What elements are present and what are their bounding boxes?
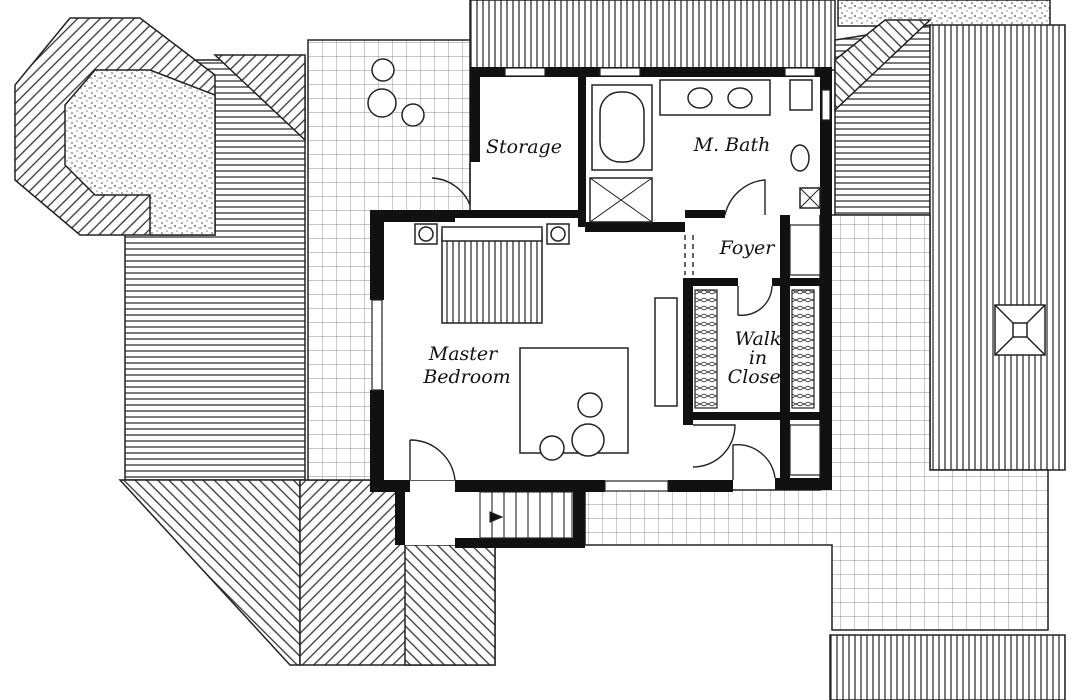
shower-drain-x bbox=[589, 177, 653, 223]
sink-1 bbox=[687, 87, 713, 109]
door-bedroom-foyer bbox=[692, 424, 736, 468]
roof-top-right-tile bbox=[837, 0, 1051, 27]
label-bedroom-1: Master bbox=[428, 343, 499, 365]
window-bedroom-bottom bbox=[604, 480, 669, 492]
wall-closet-bottom bbox=[683, 412, 823, 420]
label-closet-3: Closet bbox=[728, 366, 789, 388]
window-right-top bbox=[821, 89, 831, 121]
label-bedroom-2: Bedroom bbox=[422, 366, 510, 388]
door-foyer-bottom bbox=[732, 444, 776, 480]
wall-stair-right bbox=[573, 490, 585, 548]
closet-rail-right bbox=[791, 289, 815, 409]
roof-top-center bbox=[469, 0, 836, 71]
roof-right-corner-hip bbox=[834, 19, 932, 112]
window-bedroom-left bbox=[371, 299, 383, 391]
dresser bbox=[654, 297, 678, 407]
wall-right-bottom bbox=[775, 478, 832, 490]
bidet bbox=[790, 144, 810, 172]
wall-bath-left bbox=[578, 67, 586, 227]
wall-stair-bottom bbox=[455, 538, 585, 548]
label-closet-1: Walk bbox=[735, 328, 782, 350]
roofs bbox=[118, 0, 1066, 700]
wall-storage-left bbox=[470, 67, 480, 162]
chair-2 bbox=[539, 435, 565, 461]
door-bedroom-bottom bbox=[409, 439, 456, 481]
foyer-cabinet-top bbox=[789, 224, 821, 276]
roof-window-center bbox=[1012, 322, 1028, 338]
roof-right-far bbox=[929, 24, 1066, 471]
wall-bedroom-left bbox=[370, 210, 384, 300]
terrace-chair-2 bbox=[401, 103, 425, 127]
wall-closet-top-r bbox=[772, 278, 822, 286]
label-foyer: Foyer bbox=[719, 237, 777, 259]
bathtub-basin bbox=[599, 91, 645, 163]
wall-bedroom-left-lower bbox=[370, 390, 384, 490]
bath-fixtures bbox=[589, 79, 821, 223]
wall-bath-foyer bbox=[685, 210, 725, 218]
wall-bedroom-bottom-c bbox=[668, 480, 733, 492]
closet-fixtures bbox=[694, 224, 821, 476]
terrace-furniture bbox=[367, 58, 425, 127]
door-foyer-bath bbox=[724, 179, 766, 216]
linen-shelf-x bbox=[799, 187, 821, 209]
label-master-bath: M. Bath bbox=[693, 134, 771, 156]
stair bbox=[479, 491, 573, 539]
toilet bbox=[789, 79, 813, 111]
wall-storage-bottom bbox=[455, 210, 585, 218]
roof-bottom-right bbox=[829, 634, 1066, 700]
sink-2 bbox=[727, 87, 753, 109]
octagon-deck bbox=[14, 17, 216, 236]
terrace-chair-1 bbox=[371, 58, 395, 82]
closet-rail-left bbox=[694, 289, 718, 409]
wall-bedroom-top bbox=[370, 210, 455, 222]
windows bbox=[371, 67, 831, 492]
wall-stair-left bbox=[395, 490, 405, 545]
wall-bedroom-bottom-a bbox=[370, 480, 410, 492]
bed bbox=[441, 234, 543, 324]
roof-lower-center-right bbox=[404, 544, 496, 666]
bedroom-furniture bbox=[414, 223, 678, 461]
foyer-cabinet-bottom bbox=[789, 424, 821, 476]
wall-top bbox=[470, 67, 830, 77]
lamp-right bbox=[550, 226, 566, 242]
stair-arrow bbox=[489, 511, 504, 523]
wall-bath-bottom bbox=[585, 222, 685, 232]
lamp-left bbox=[418, 226, 434, 242]
doors bbox=[409, 162, 776, 481]
door-closet bbox=[737, 285, 773, 316]
door-storage-swing bbox=[431, 162, 471, 206]
floor-storage bbox=[478, 82, 578, 210]
wall-bedroom-bottom-b bbox=[455, 480, 605, 492]
window-bath-top-1 bbox=[504, 67, 546, 77]
roof-left-hip bbox=[213, 54, 306, 142]
label-closet-2: in bbox=[749, 347, 767, 369]
window-bath-top-3 bbox=[784, 67, 816, 77]
window-bath-top-2 bbox=[599, 67, 641, 77]
side-table bbox=[571, 423, 605, 457]
walls bbox=[370, 67, 832, 548]
label-storage: Storage bbox=[486, 136, 562, 158]
octagon-inner-patio bbox=[64, 69, 216, 236]
room-labels: Storage M. Bath Foyer Walk in Closet Mas… bbox=[422, 134, 788, 388]
wall-foyer-right bbox=[780, 215, 790, 480]
vanity bbox=[659, 79, 771, 116]
chair-1 bbox=[577, 392, 603, 418]
bed-headboard bbox=[441, 226, 543, 242]
wall-closet-left bbox=[683, 280, 693, 425]
terrace-table bbox=[367, 88, 397, 118]
wall-right bbox=[820, 67, 832, 490]
wall-closet-top bbox=[683, 278, 738, 286]
